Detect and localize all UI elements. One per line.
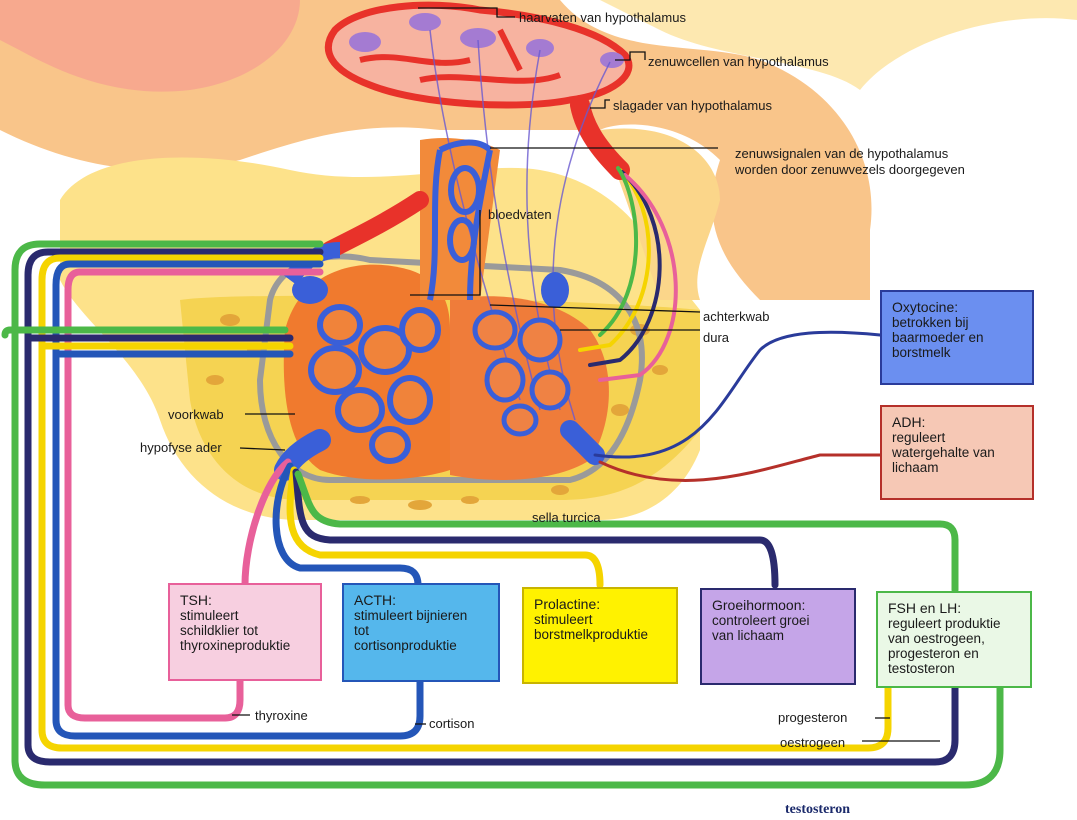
leader-achterkwab [489,304,701,313]
box-fsh-lh-text: reguleert produktie van oestrogeen, prog… [888,616,1001,676]
label-zenuwsignalen-line1: zenuwsignalen van de hypothalamus [735,146,949,161]
label-slagader: slagader van hypothalamus [613,98,772,113]
box-oxytocine-title: Oxytocine: [892,299,959,315]
cavernous-sinus-right [541,272,569,308]
box-groeihormoon-title: Groeihormoon: [712,597,806,613]
hypothalamus-artery [570,95,630,180]
box-oxytocine-text: betrokken bij baarmoeder en borstmelk [892,315,984,360]
label-achterkwab: achterkwab [703,309,770,324]
pituitary-vein-right [560,420,605,465]
path-adh [598,453,882,482]
path-acth-box [272,462,422,589]
hormone-pathways [1,166,1004,789]
path-fsh-upper [1,326,289,339]
box-prolactine-title: Prolactine: [534,596,601,612]
box-prolactine: Prolactine: stimuleert borstmelkprodukti… [522,587,678,684]
box-fsh-lh-title: FSH en LH: [888,600,962,616]
label-sella-turcica: sella turcica [532,510,601,525]
path-groei-outer [24,248,959,766]
box-acth-text: stimuleert bijnieren tot cortisonprodukt… [354,608,468,653]
box-adh: ADH: reguleert watergehalte van lichaam [880,405,1034,500]
posterior-lobe-vessels [472,309,571,437]
path-fsh-outer [11,240,1004,789]
path-right-fibres-1 [578,168,651,352]
stalk-base [600,128,720,300]
label-haarvaten: haarvaten van hypothalamus [519,10,686,25]
path-groei-box [292,468,779,589]
cavernous-sinus-left [292,276,328,304]
box-groeihormoon: Groeihormoon: controleert groei van lich… [700,588,856,685]
path-tsh-outer [64,268,324,722]
leader-haarvaten [418,7,515,18]
box-acth-title: ACTH: [354,592,396,608]
leader-lines [232,7,940,742]
box-tsh: TSH: stimuleert schildklier tot thyroxin… [168,583,322,681]
label-cortison: cortison [429,716,475,731]
box-tsh-title: TSH: [180,592,212,608]
box-fsh-lh: FSH en LH: reguleert produktie van oestr… [876,591,1032,688]
brain-upper-right [600,0,1077,90]
label-progesteron: progesteron [778,710,848,725]
path-fsh-box [294,470,959,594]
box-adh-text: reguleert watergehalte van lichaam [892,430,995,475]
anterior-lobe-vessels [308,304,441,464]
box-adh-title: ADH: [892,414,926,430]
label-oestrogeen: oestrogeen [780,735,846,750]
path-tsh-box [241,458,292,589]
label-zenuwsignalen-line2: worden door zenuwvezels doorgegeven [735,162,965,177]
box-oxytocine: Oxytocine: betrokken bij baarmoeder en b… [880,290,1034,385]
path-acth-outer [52,260,424,740]
leader-slagader [590,99,610,109]
box-prolactine-text: stimuleert borstmelkproduktie [534,612,649,642]
portal-vessels [427,139,493,301]
box-groeihormoon-text: controleert groei van lichaam [712,613,810,643]
label-bloedvaten: bloedvaten [488,207,552,222]
brain-fold [0,0,300,92]
label-dura: dura [703,330,730,345]
label-voorkwab: voorkwab [168,407,224,422]
path-oxytocine [593,330,882,459]
box-tsh-text: stimuleert schildklier tot thyroxineprod… [180,608,291,653]
label-zenuwcellen: zenuwcellen van hypothalamus [648,54,829,69]
leader-zenuwcellen [615,51,646,61]
leader-bloedvaten [410,210,481,296]
label-testosteron: testosteron [785,802,851,817]
label-thyroxine: thyroxine [255,708,308,723]
path-prol-box [286,466,604,589]
box-acth: ACTH: stimuleert bijnieren tot cortisonp… [342,583,500,682]
path-prol-outer [38,254,892,752]
label-hypofyse-ader: hypofyse ader [140,440,222,455]
leader-hypofyse [239,447,286,451]
